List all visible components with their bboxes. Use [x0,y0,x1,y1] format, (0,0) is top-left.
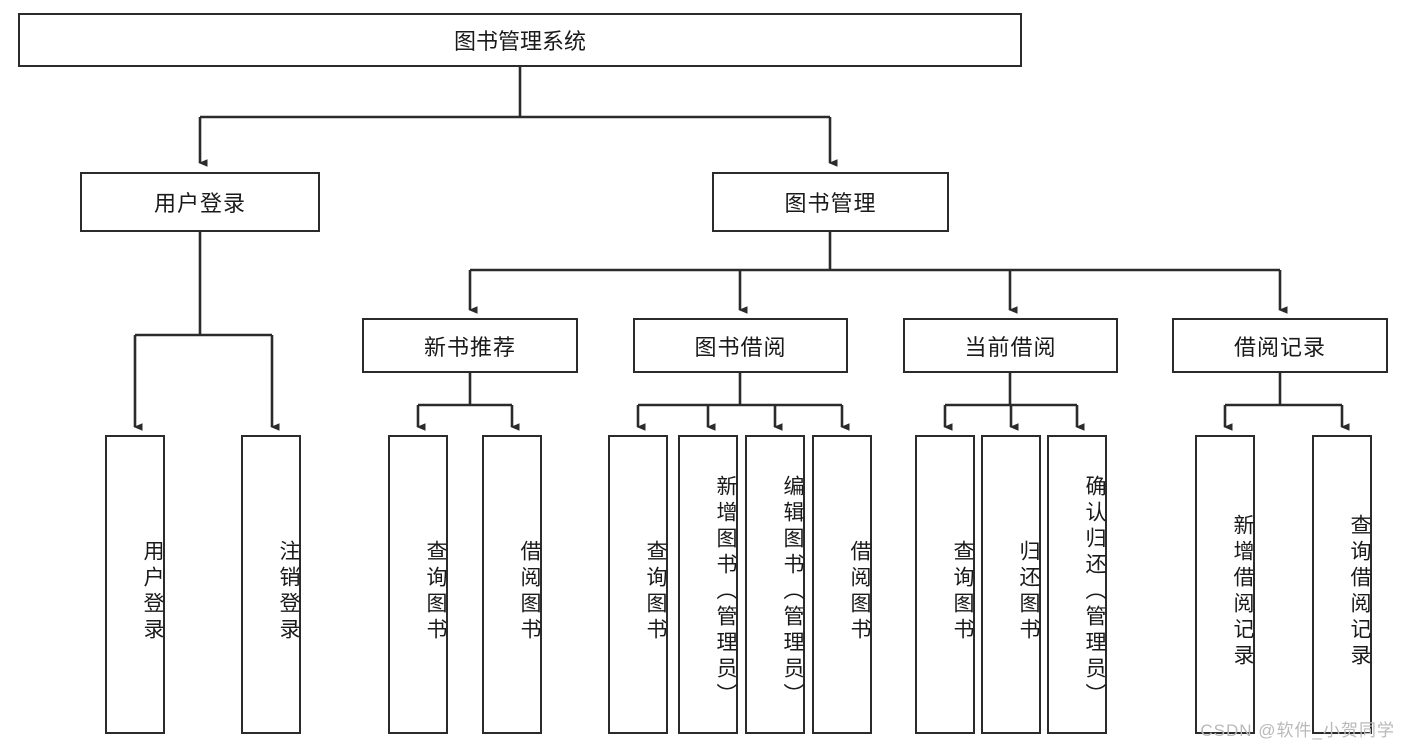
node-leaf-add-book-label: 新增图书（管理员） [714,474,737,709]
node-leaf-query-record[interactable]: 查询借阅记录 [1312,435,1372,734]
node-leaf-confirm-return[interactable]: 确认归还（管理员） [1047,435,1107,734]
node-leaf-query-book-cur-label: 查询图书 [951,539,974,644]
node-borrow-record[interactable]: 借阅记录 [1172,318,1388,373]
node-book-borrow[interactable]: 图书借阅 [633,318,848,373]
node-new-book-rec-label: 新书推荐 [423,334,516,360]
node-borrow-record-label: 借阅记录 [1233,334,1326,360]
node-leaf-user-logout[interactable]: 注销登录 [241,435,301,734]
node-leaf-query-book-borrow[interactable]: 查询图书 [608,435,668,734]
node-leaf-borrow-book[interactable]: 借阅图书 [812,435,872,734]
node-book-manage[interactable]: 图书管理 [712,172,949,232]
node-leaf-query-book-rec[interactable]: 查询图书 [388,435,448,734]
node-leaf-add-record[interactable]: 新增借阅记录 [1195,435,1255,734]
node-current-borrow-label: 当前借阅 [964,334,1057,360]
node-user-login-label: 用户登录 [153,191,246,216]
node-book-borrow-label: 图书借阅 [694,334,787,360]
node-leaf-query-book-cur[interactable]: 查询图书 [915,435,975,734]
node-leaf-add-record-label: 新增借阅记录 [1231,513,1254,670]
node-leaf-borrow-book-rec[interactable]: 借阅图书 [482,435,542,734]
node-leaf-return-book-label: 归还图书 [1017,539,1040,644]
node-leaf-user-login[interactable]: 用户登录 [105,435,165,734]
node-leaf-borrow-book-rec-label: 借阅图书 [518,539,541,644]
node-new-book-rec[interactable]: 新书推荐 [362,318,578,373]
node-leaf-borrow-book-label: 借阅图书 [848,539,871,644]
node-leaf-edit-book[interactable]: 编辑图书（管理员） [745,435,805,734]
node-leaf-edit-book-label: 编辑图书（管理员） [781,474,804,709]
node-user-login[interactable]: 用户登录 [80,172,320,232]
node-leaf-user-login-label: 用户登录 [141,539,164,644]
node-book-manage-label: 图书管理 [784,191,877,216]
node-leaf-confirm-return-label: 确认归还（管理员） [1083,474,1106,709]
csdn-watermark: CSDN @软件_小贺同学 [1200,721,1395,740]
node-root[interactable]: 图书管理系统 [18,13,1022,67]
node-leaf-user-logout-label: 注销登录 [277,539,300,644]
node-leaf-query-book-borrow-label: 查询图书 [644,539,667,644]
node-leaf-add-book[interactable]: 新增图书（管理员） [678,435,738,734]
node-root-label: 图书管理系统 [453,29,586,54]
node-current-borrow[interactable]: 当前借阅 [903,318,1118,373]
node-leaf-query-record-label: 查询借阅记录 [1348,513,1371,670]
node-leaf-query-book-rec-label: 查询图书 [424,539,447,644]
node-leaf-return-book[interactable]: 归还图书 [981,435,1041,734]
